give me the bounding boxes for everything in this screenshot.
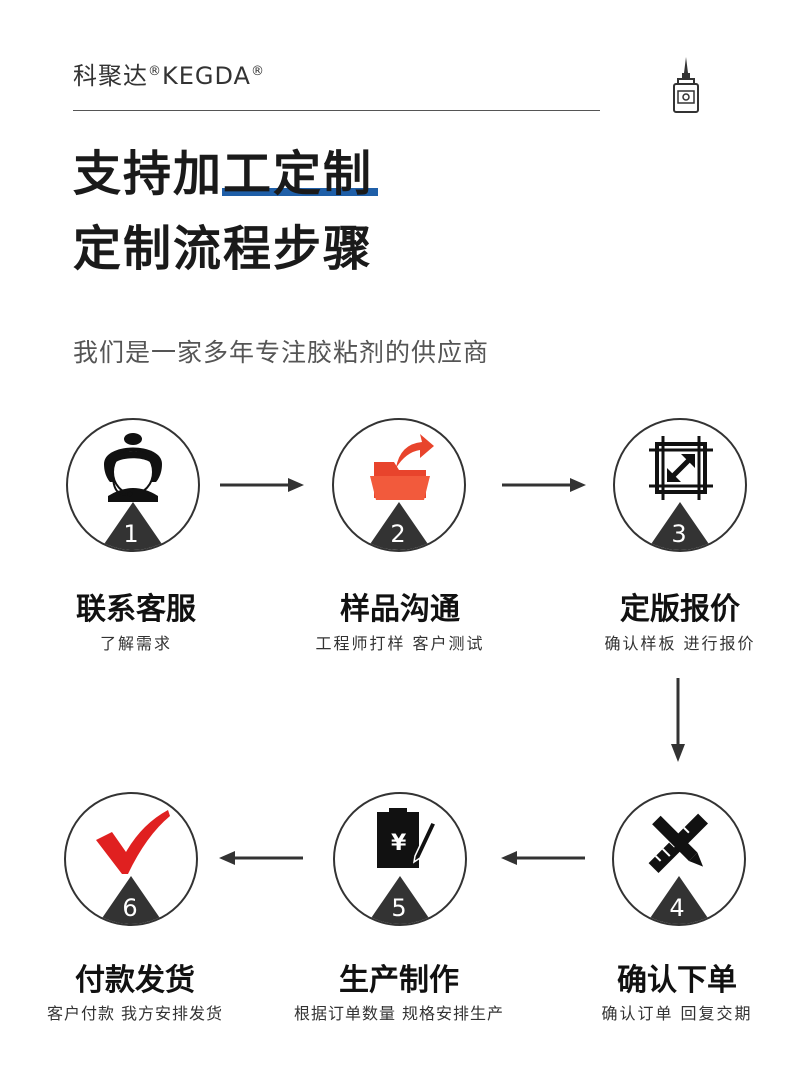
registered-mark: ® bbox=[148, 64, 162, 79]
step-2-circle bbox=[332, 418, 466, 552]
step-5-number: 5 bbox=[391, 894, 407, 922]
svg-text:¥: ¥ bbox=[391, 831, 407, 856]
step-6-number: 6 bbox=[122, 894, 138, 922]
arrow-left-icon bbox=[219, 851, 303, 865]
step-3-circle bbox=[613, 418, 747, 552]
brand-logo-text: 科聚达®KEGDA® bbox=[73, 56, 265, 91]
arrow-left-icon bbox=[501, 851, 585, 865]
resize-frame-icon bbox=[647, 436, 713, 550]
arrow-right-icon bbox=[220, 478, 304, 492]
step-2-number: 2 bbox=[390, 520, 406, 548]
step-4-circle bbox=[612, 792, 746, 926]
step-1-number: 1 bbox=[123, 520, 139, 548]
company-tagline: 我们是一家多年专注胶粘剂的供应商 bbox=[73, 338, 490, 367]
step-6-title: 付款发货 bbox=[75, 963, 195, 998]
step-5-desc: 根据订单数量 规格安排生产 bbox=[293, 1004, 505, 1023]
step-6-desc: 客户付款 我方安排发货 bbox=[46, 1004, 224, 1023]
step-3-title: 定版报价 bbox=[620, 592, 740, 627]
step-2-desc: 工程师打样 客户测试 bbox=[315, 634, 485, 653]
step-5-circle: ¥ bbox=[333, 792, 467, 926]
step-4-desc: 确认订单 回复交期 bbox=[601, 1004, 753, 1023]
page-title: 支持加工定制 bbox=[73, 146, 374, 202]
header-divider bbox=[73, 110, 600, 111]
step-2-title: 样品沟通 bbox=[340, 592, 460, 627]
registered-mark-2: ® bbox=[250, 64, 265, 79]
step-1-circle bbox=[66, 418, 200, 552]
page-subtitle-title: 定制流程步骤 bbox=[73, 221, 374, 277]
step-1-title: 联系客服 bbox=[76, 592, 196, 627]
pencil-ruler-icon bbox=[646, 813, 712, 924]
step-4-number: 4 bbox=[669, 894, 685, 922]
step-3-number: 3 bbox=[671, 520, 687, 548]
folder-share-icon bbox=[366, 434, 434, 550]
glue-bottle-icon bbox=[673, 57, 699, 113]
brand-en: KEGDA bbox=[162, 62, 251, 90]
step-1-desc: 了解需求 bbox=[99, 634, 172, 653]
step-5-title: 生产制作 bbox=[339, 963, 459, 998]
yen-clipboard-icon: ¥ bbox=[367, 808, 438, 924]
step-4-title: 确认下单 bbox=[617, 963, 737, 998]
checkmark-icon bbox=[96, 810, 170, 924]
step-6-circle bbox=[64, 792, 198, 926]
brand-cn: 科聚达 bbox=[73, 62, 148, 90]
step-3-desc: 确认样板 进行报价 bbox=[604, 634, 756, 653]
title-highlight-bar bbox=[222, 188, 378, 196]
arrow-right-icon bbox=[502, 478, 586, 492]
customer-service-icon bbox=[100, 433, 166, 550]
arrow-down-icon bbox=[671, 678, 685, 762]
